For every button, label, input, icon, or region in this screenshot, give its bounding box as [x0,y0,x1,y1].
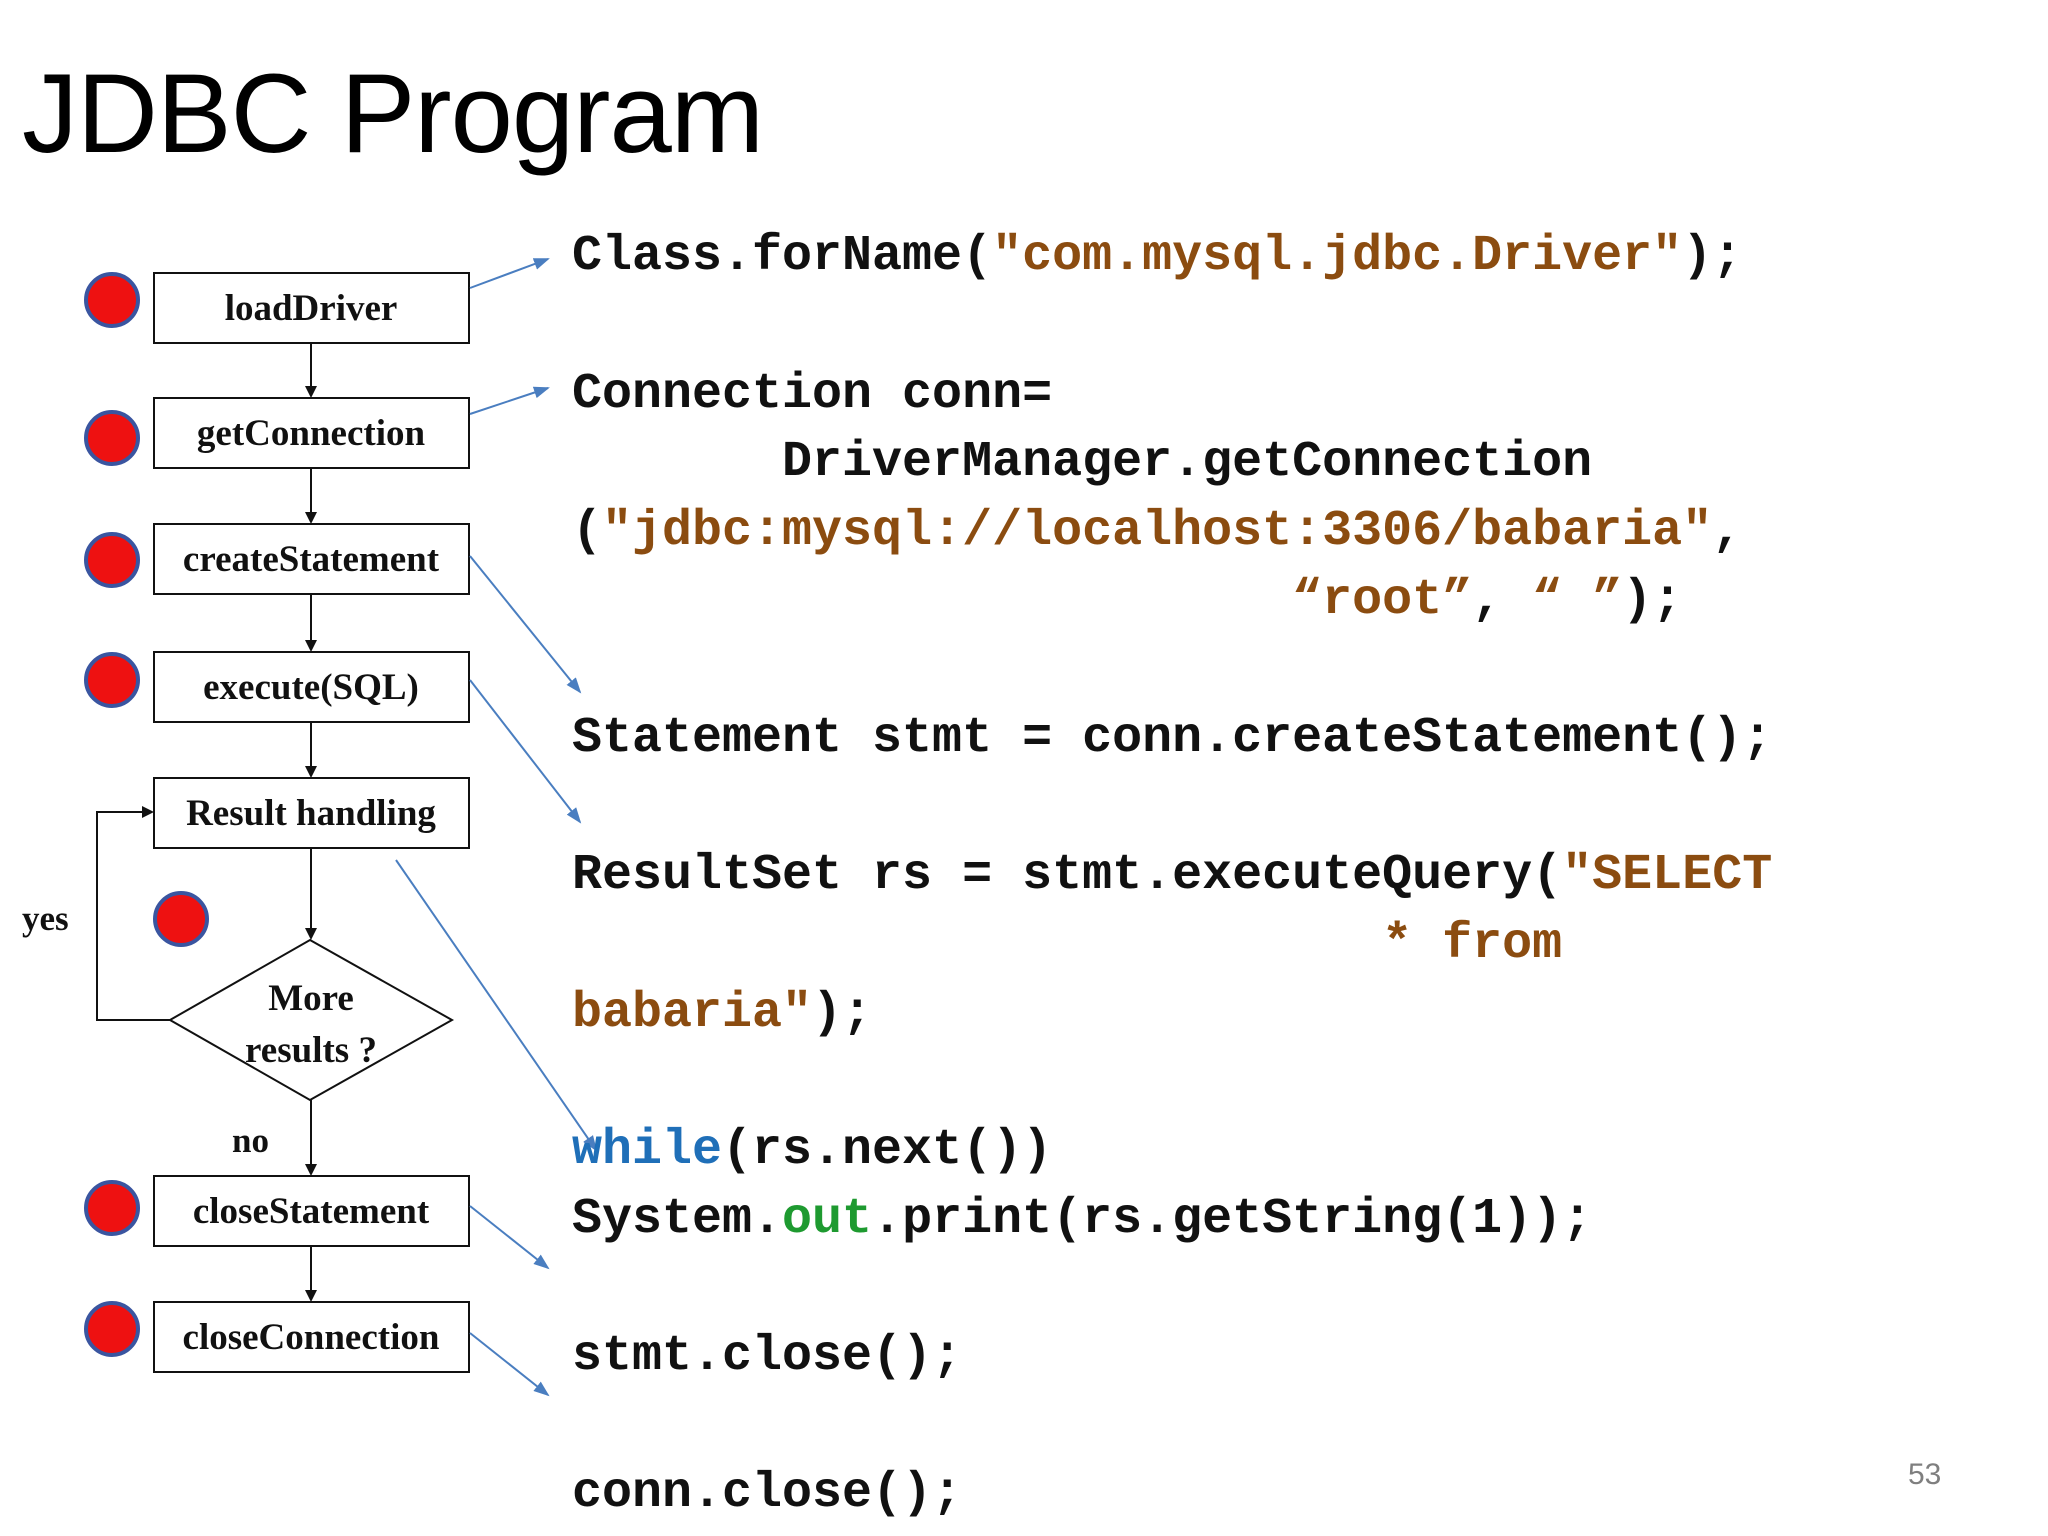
step-close-connection-label: closeConnection [183,1317,440,1358]
marker-dot [153,891,209,947]
step-create-statement: createStatement [153,523,470,595]
code-print-result: System.out.print(rs.getString(1)); [572,1191,1593,1248]
code-connection-url: ("jdbc:mysql://localhost:3306/babaria", [572,503,1743,560]
marker-dot [84,1301,140,1357]
step-load-driver: loadDriver [153,272,470,344]
step-markers [84,272,209,1357]
step-close-statement: closeStatement [153,1175,470,1247]
code-query-cont: * from [1382,916,1563,973]
step-create-statement-label: createStatement [183,539,440,580]
step-close-connection: closeConnection [153,1301,470,1373]
step-load-driver-label: loadDriver [225,288,398,329]
marker-dot [84,532,140,588]
marker-dot [84,272,140,328]
step-result-handling-label: Result handling [186,793,436,834]
step-get-connection: getConnection [153,397,470,469]
step-execute-sql-label: execute(SQL) [203,667,419,708]
slide-number: 53 [1908,1458,1942,1491]
code-load-driver: Class.forName("com.mysql.jdbc.Driver"); [572,228,1743,285]
step-result-handling: Result handling [153,777,470,849]
code-close-connection: conn.close(); [572,1465,963,1522]
code-while-loop: while(rs.next()) [572,1122,1053,1179]
marker-dot [84,1180,140,1236]
code-pointer-arrows [395,258,598,1397]
code-execute-query: ResultSet rs = stmt.executeQuery("SELECT [572,847,1773,904]
decision-more-results: More results ? [167,938,455,1102]
code-connection-credentials: “root”, “ ”); [1292,572,1683,629]
step-get-connection-label: getConnection [197,413,426,454]
decision-line-2: results ? [245,1030,377,1071]
yes-label: yes [22,899,69,938]
code-query-end: babaria"); [572,985,873,1042]
step-execute-sql: execute(SQL) [153,651,470,723]
decision-line-1: More [268,978,354,1019]
marker-dot [84,410,140,466]
code-get-connection: DriverManager.getConnection [572,434,1593,491]
code-close-statement: stmt.close(); [572,1328,963,1385]
flow-connectors [96,343,317,1302]
code-connection-decl: Connection conn= [572,366,1053,423]
slide-title: JDBC Program [22,51,764,176]
marker-dot [84,652,140,708]
code-create-statement: Statement stmt = conn.createStatement(); [572,710,1773,767]
no-label: no [232,1121,269,1160]
step-close-statement-label: closeStatement [193,1191,430,1232]
